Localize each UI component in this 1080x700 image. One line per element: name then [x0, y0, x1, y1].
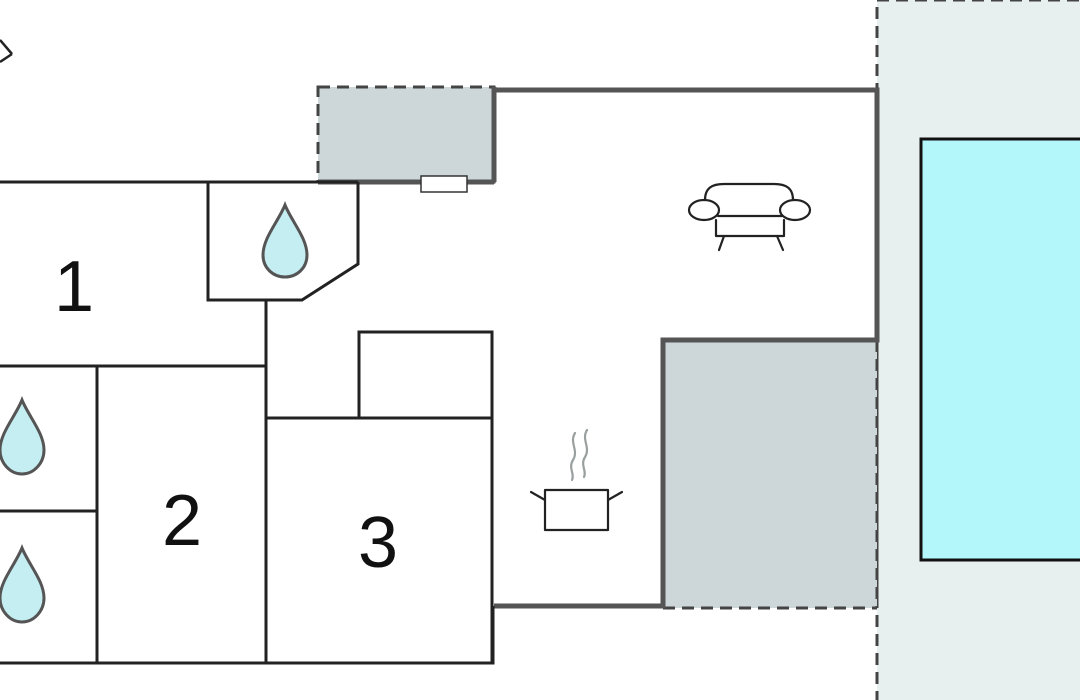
counter	[357, 330, 494, 420]
room-3-label: 3	[358, 503, 398, 583]
water-drop-icon	[0, 544, 46, 624]
window	[420, 175, 468, 193]
swimming-pool	[919, 137, 1080, 562]
covered-area-top	[316, 85, 496, 184]
bathroom-top-wall	[206, 182, 360, 302]
room-1-wall	[0, 300, 268, 368]
covered-area-bottom	[663, 340, 877, 608]
room-1-label: 1	[54, 247, 94, 327]
water-drop-icon	[261, 201, 309, 279]
compass-arrow-icon	[0, 39, 13, 64]
exterior-wall-living	[491, 87, 880, 609]
room-2-label: 2	[162, 481, 202, 561]
covered-area-bottom-dashes	[663, 340, 879, 610]
bathroom-left-wall	[0, 366, 99, 663]
cooking-pot-icon	[529, 428, 624, 532]
sofa-icon	[687, 182, 812, 252]
water-drop-icon	[0, 396, 46, 476]
